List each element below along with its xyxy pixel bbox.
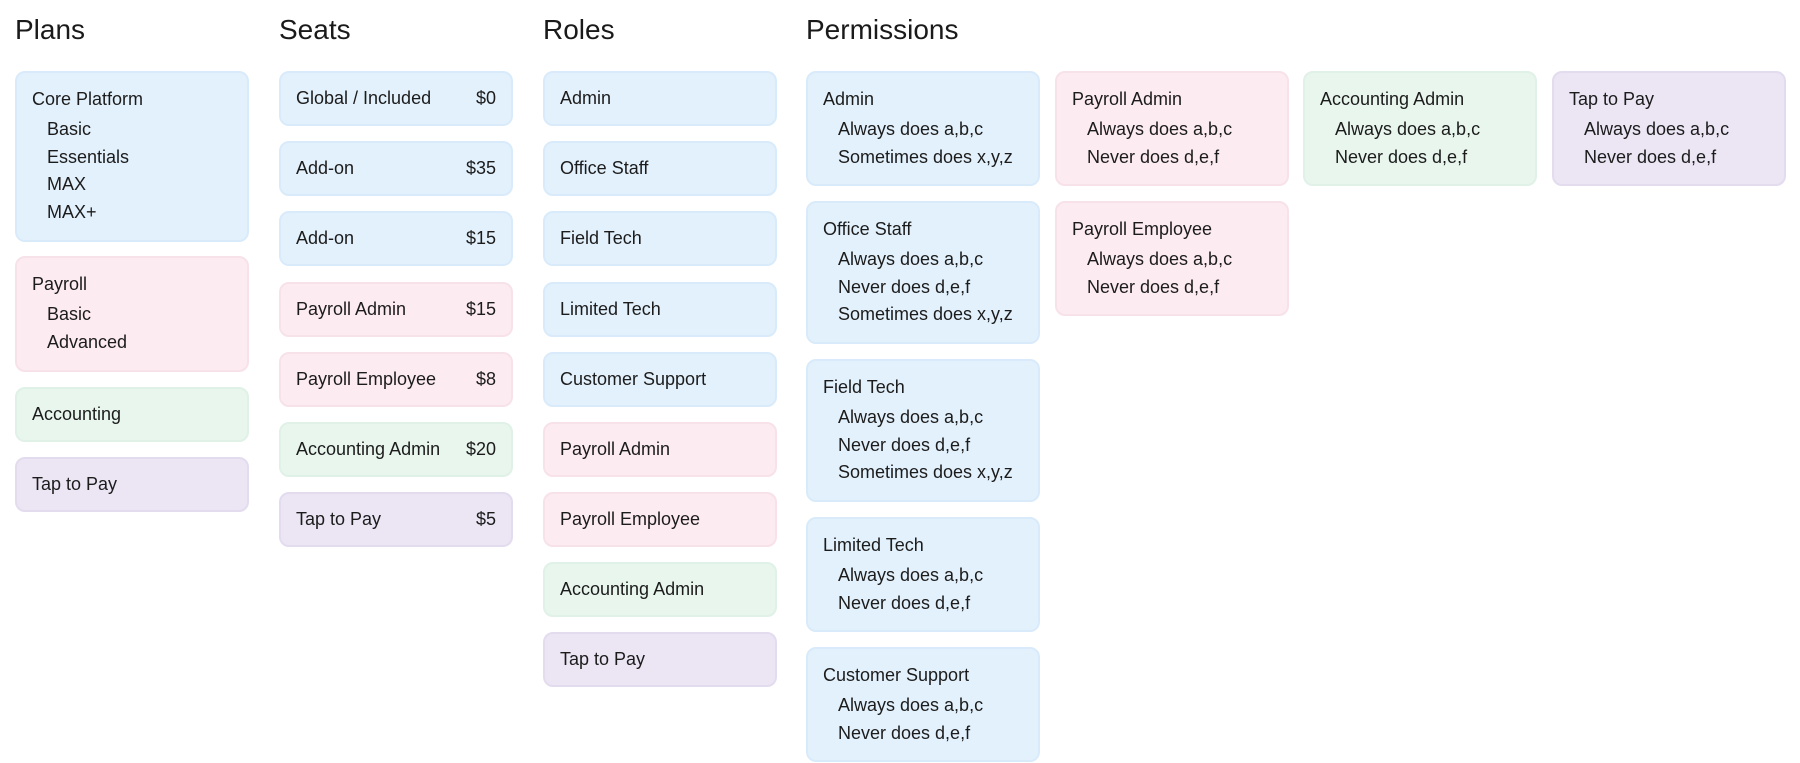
- role-name: Admin: [560, 88, 612, 108]
- permission-card-limited-tech[interactable]: Limited Tech Always does a,b,c Never doe…: [806, 517, 1040, 632]
- plan-card-payroll[interactable]: Payroll Basic Advanced: [15, 256, 249, 372]
- permission-rule: Never does d,e,f: [1087, 276, 1220, 297]
- seat-name: Add-on: [296, 158, 355, 178]
- permission-card-title: Customer Support: [823, 665, 970, 685]
- seat-price: $35: [465, 158, 496, 178]
- seat-name: Add-on: [296, 228, 355, 248]
- seat-row[interactable]: Accounting Admin $20: [279, 422, 513, 477]
- role-name: Customer Support: [560, 369, 707, 389]
- seat-row[interactable]: Payroll Employee $8: [279, 352, 513, 407]
- permission-rule: Always does a,b,c: [838, 695, 984, 715]
- role-row-customer-support[interactable]: Customer Support: [543, 352, 777, 407]
- role-name: Limited Tech: [560, 299, 661, 319]
- plan-tier: Essentials: [47, 146, 130, 167]
- permission-card-title: Accounting Admin: [1320, 89, 1465, 109]
- permission-rule: Never does d,e,f: [1087, 146, 1220, 167]
- permission-card-title: Payroll Admin: [1072, 89, 1183, 109]
- permission-card-office-staff[interactable]: Office Staff Always does a,b,c Never doe…: [806, 201, 1040, 344]
- plan-card-core-platform[interactable]: Core Platform Basic Essentials MAX MAX+: [15, 71, 249, 242]
- plan-tier: Advanced: [47, 331, 128, 352]
- seat-name: Payroll Employee: [296, 369, 437, 389]
- permission-card-tap-to-pay[interactable]: Tap to Pay Always does a,b,c Never does …: [1552, 71, 1786, 186]
- role-row-accounting-admin[interactable]: Accounting Admin: [543, 562, 777, 617]
- plan-tier: Basic: [47, 119, 92, 139]
- plans-heading: Plans: [15, 14, 86, 45]
- seat-name: Tap to Pay: [296, 509, 382, 529]
- role-row-admin[interactable]: Admin: [543, 71, 777, 126]
- role-name: Office Staff: [560, 158, 649, 178]
- role-row-payroll-employee[interactable]: Payroll Employee: [543, 492, 777, 547]
- role-row-field-tech[interactable]: Field Tech: [543, 211, 777, 266]
- permission-card-accounting-admin[interactable]: Accounting Admin Always does a,b,c Never…: [1303, 71, 1537, 186]
- permissions-heading: Permissions: [806, 14, 959, 45]
- role-name: Field Tech: [560, 228, 642, 248]
- permission-rule: Always does a,b,c: [1335, 119, 1481, 139]
- permission-rule: Never does d,e,f: [838, 276, 971, 297]
- permission-rule: Always does a,b,c: [838, 119, 984, 139]
- role-name: Accounting Admin: [560, 579, 705, 599]
- plan-card-title: Tap to Pay: [32, 474, 118, 494]
- permission-rule: Never does d,e,f: [838, 592, 971, 613]
- permission-rule: Sometimes does x,y,z: [838, 146, 1013, 167]
- plan-card-title: Accounting: [32, 404, 122, 424]
- seat-price: $20: [465, 439, 496, 459]
- permission-rule: Never does d,e,f: [838, 434, 971, 455]
- seat-price: $8: [475, 369, 496, 389]
- permission-rule: Never does d,e,f: [1335, 146, 1468, 167]
- role-row-office-staff[interactable]: Office Staff: [543, 141, 777, 196]
- seat-row[interactable]: Tap to Pay $5: [279, 492, 513, 547]
- permission-card-title: Tap to Pay: [1569, 89, 1655, 109]
- permission-rule: Sometimes does x,y,z: [838, 462, 1013, 482]
- permission-card-payroll-employee[interactable]: Payroll Employee Always does a,b,c Never…: [1055, 201, 1289, 316]
- role-name: Payroll Employee: [560, 509, 701, 529]
- role-row-payroll-admin[interactable]: Payroll Admin: [543, 422, 777, 477]
- permission-rule: Always does a,b,c: [1584, 119, 1730, 139]
- seat-price: $15: [465, 228, 496, 248]
- permission-card-field-tech[interactable]: Field Tech Always does a,b,c Never does …: [806, 359, 1040, 502]
- plan-card-title: Core Platform: [32, 89, 144, 109]
- permission-rule: Always does a,b,c: [838, 407, 984, 427]
- plan-tier: MAX: [47, 174, 87, 194]
- seat-price: $5: [475, 509, 496, 529]
- permission-card-title: Admin: [823, 89, 875, 109]
- seat-name: Global / Included: [296, 88, 432, 108]
- seat-row[interactable]: Add-on $35: [279, 141, 513, 196]
- permission-rule: Never does d,e,f: [1584, 146, 1717, 167]
- plan-card-accounting[interactable]: Accounting: [15, 387, 249, 442]
- seat-name: Accounting Admin: [296, 439, 441, 459]
- plan-card-title: Payroll: [32, 274, 88, 294]
- seat-row[interactable]: Payroll Admin $15: [279, 282, 513, 337]
- permission-rule: Always does a,b,c: [838, 565, 984, 585]
- roles-heading: Roles: [543, 14, 615, 45]
- permission-card-admin[interactable]: Admin Always does a,b,c Sometimes does x…: [806, 71, 1040, 186]
- seats-heading: Seats: [279, 14, 351, 45]
- role-name: Payroll Admin: [560, 439, 671, 459]
- role-row-limited-tech[interactable]: Limited Tech: [543, 282, 777, 337]
- plan-card-tap-to-pay[interactable]: Tap to Pay: [15, 457, 249, 512]
- permission-card-title: Field Tech: [823, 377, 905, 397]
- seat-name: Payroll Admin: [296, 299, 407, 319]
- seat-price: $15: [465, 299, 496, 319]
- plan-tier: Basic: [47, 304, 92, 324]
- permission-card-title: Payroll Employee: [1072, 219, 1213, 239]
- seat-row[interactable]: Add-on $15: [279, 211, 513, 266]
- permission-rule: Always does a,b,c: [1087, 249, 1233, 269]
- seat-row[interactable]: Global / Included $0: [279, 71, 513, 126]
- permission-card-title: Office Staff: [823, 219, 912, 239]
- role-row-tap-to-pay[interactable]: Tap to Pay: [543, 632, 777, 687]
- permission-card-title: Limited Tech: [823, 535, 924, 555]
- seat-price: $0: [475, 88, 496, 108]
- permission-rule: Always does a,b,c: [838, 249, 984, 269]
- permission-rule: Always does a,b,c: [1087, 119, 1233, 139]
- permission-card-customer-support[interactable]: Customer Support Always does a,b,c Never…: [806, 647, 1040, 762]
- permission-card-payroll-admin[interactable]: Payroll Admin Always does a,b,c Never do…: [1055, 71, 1289, 186]
- permission-rule: Sometimes does x,y,z: [838, 304, 1013, 324]
- permission-rule: Never does d,e,f: [838, 722, 971, 743]
- plan-tier: MAX+: [47, 201, 97, 222]
- role-name: Tap to Pay: [560, 649, 646, 669]
